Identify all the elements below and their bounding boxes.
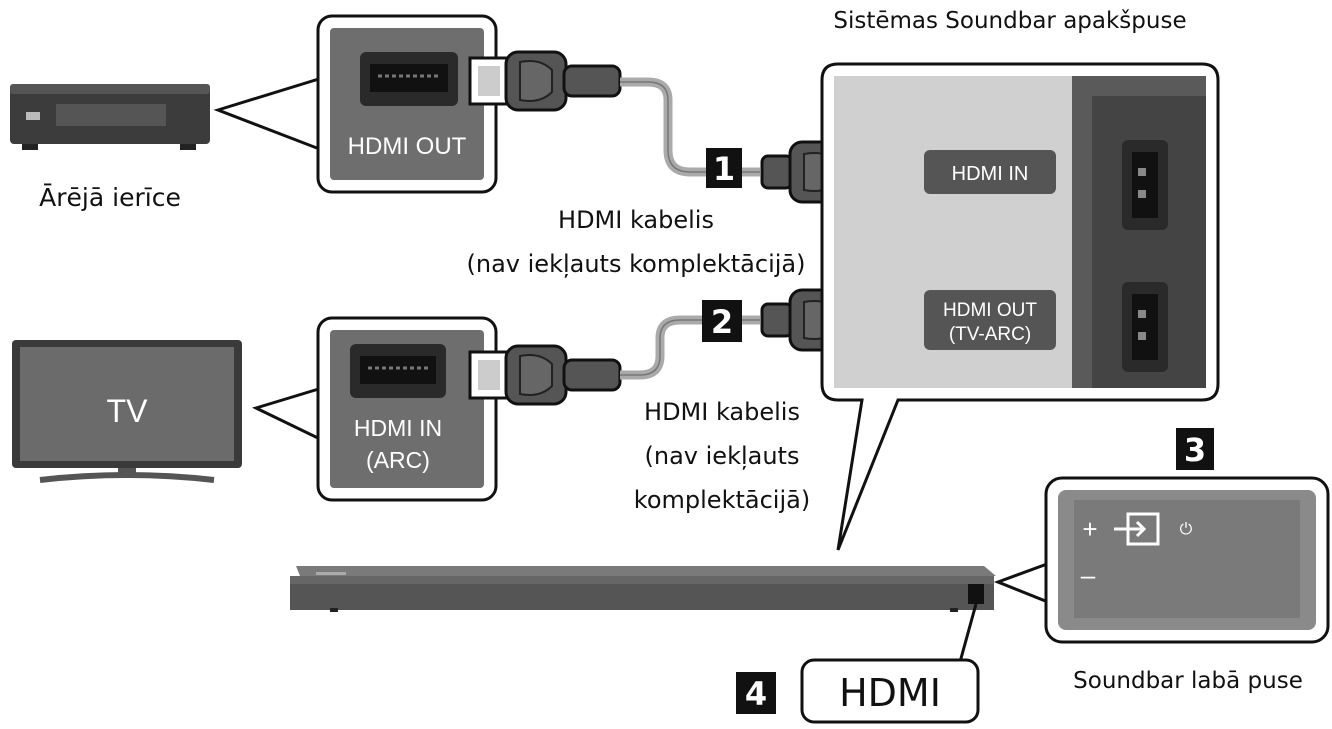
- tv-port-label-line2: (ARC): [366, 447, 430, 473]
- step-4-box: [800, 658, 980, 724]
- cable-1-label-line2: (nav iekļauts komplektācijā): [467, 250, 806, 278]
- cable-1-number: 1: [713, 150, 735, 188]
- cable-2-label-line1: HDMI kabelis: [644, 398, 800, 426]
- soundbar-bottom-panel: [820, 62, 1220, 551]
- external-device-callout: [213, 75, 324, 153]
- external-device-port-panel: [316, 14, 498, 194]
- power-icon: ⏻: [1180, 521, 1193, 538]
- cable-1-badge: [706, 148, 742, 188]
- step-4-caption: HDMI: [839, 671, 941, 715]
- cable-2-label-line3: komplektācijā): [634, 486, 810, 514]
- step-3-caption: Soundbar labā puse: [1073, 668, 1303, 694]
- hdmi-port-callout-line: [958, 603, 978, 663]
- diagram-title: Sistēmas Soundbar apakšpuse: [833, 8, 1186, 34]
- volume-down-icon: –: [1081, 560, 1096, 590]
- step-3-number: 3: [1184, 431, 1206, 469]
- soundbar-right-side-panel: [1044, 476, 1330, 644]
- tv-callout: [251, 385, 324, 443]
- step-3-badge: [1176, 428, 1214, 470]
- volume-up-icon: +: [1082, 514, 1097, 544]
- cable-2-number: 2: [711, 303, 733, 341]
- soundbar-illustration: [290, 566, 996, 612]
- tv-screen-text: TV: [107, 393, 149, 429]
- step-4-badge: [736, 672, 776, 714]
- input-source-icon: [1114, 512, 1160, 546]
- hdmi-in-port-label: HDMI IN: [952, 163, 1029, 185]
- tv-port-label-line1: HDMI IN: [354, 415, 442, 441]
- cable-2-badge: [702, 300, 742, 342]
- external-device-label: Ārējā ierīce: [39, 183, 181, 212]
- external-device-port-label: HDMI OUT: [348, 133, 467, 160]
- tv-illustration: [12, 340, 242, 483]
- cable-2-label-line2: (nav iekļauts: [645, 442, 800, 470]
- cable-1-label-line1: HDMI kabelis: [558, 206, 714, 234]
- hdmi-out-port-label-line1: HDMI OUT: [943, 300, 1037, 321]
- hdmi-out-port-label-line2: (TV-ARC): [949, 324, 1031, 345]
- tv-port-panel: [316, 316, 498, 502]
- step-4-number: 4: [745, 675, 767, 713]
- external-device: [10, 84, 210, 150]
